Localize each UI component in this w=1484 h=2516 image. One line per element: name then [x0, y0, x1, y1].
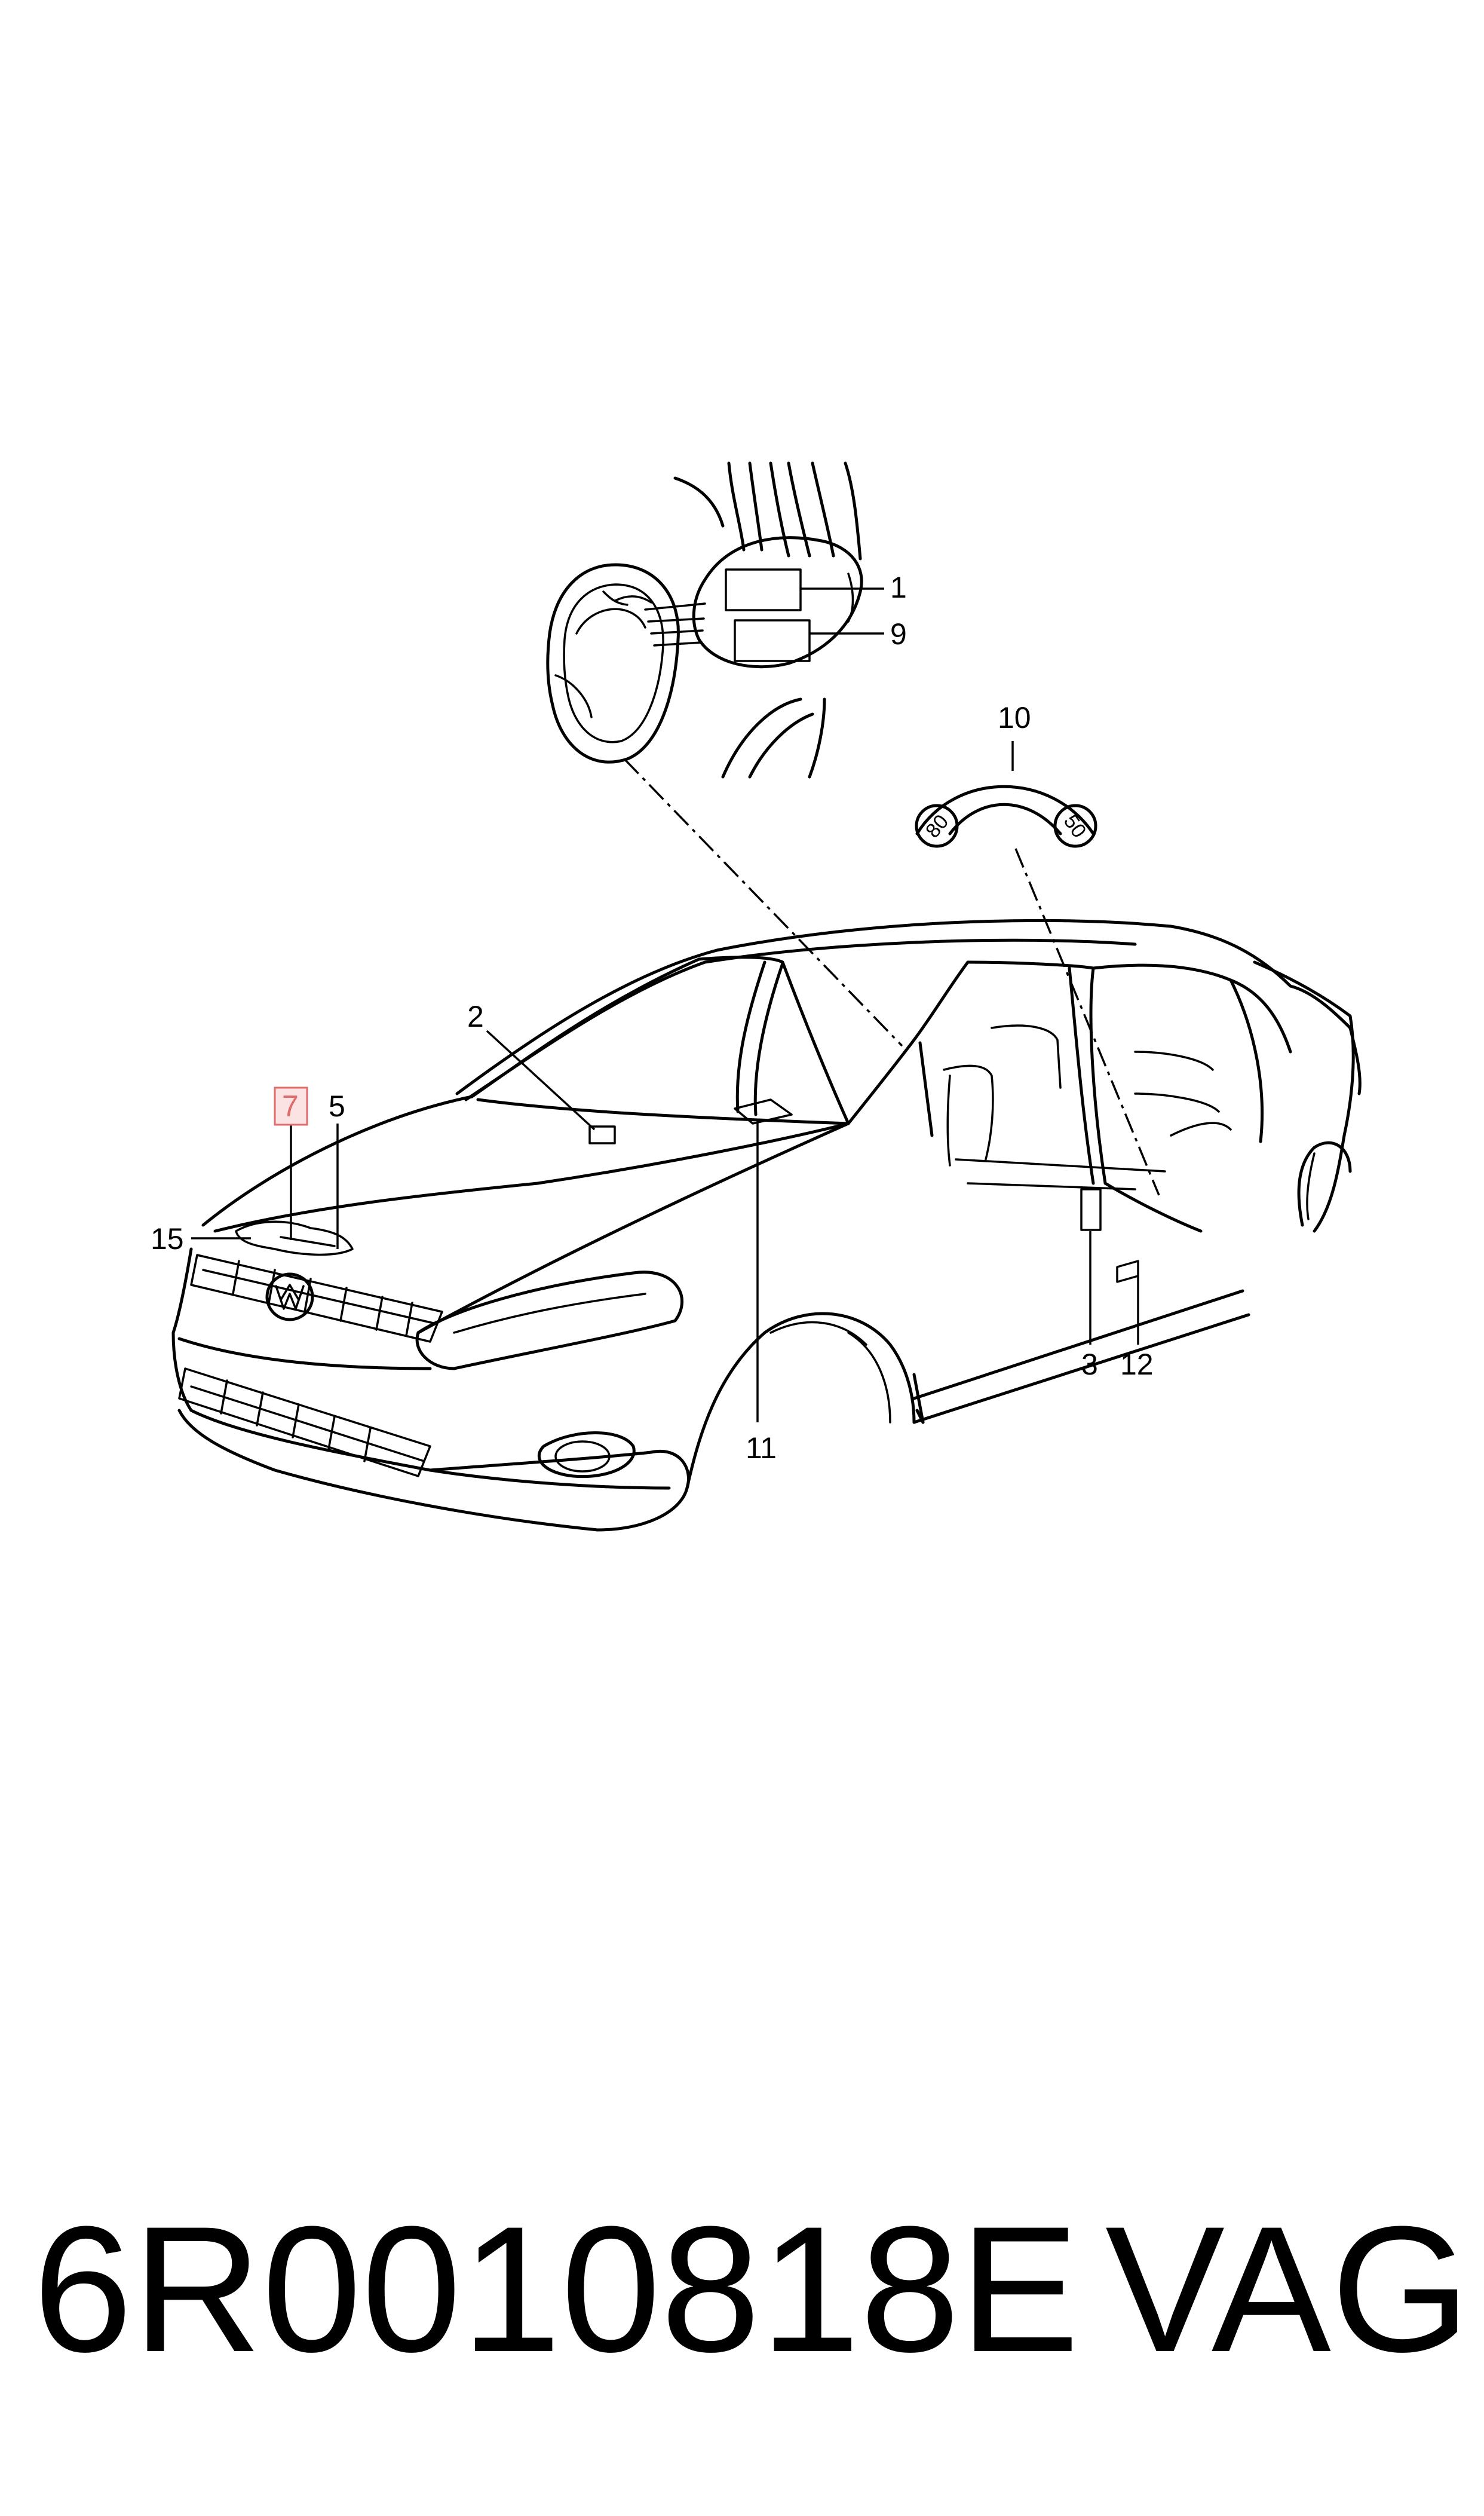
callout-11[interactable]: 11	[746, 1431, 777, 1465]
tire-pressure-label-part: 80 50	[915, 785, 1097, 848]
part-number: 6R0010818E	[33, 2189, 1080, 2389]
fuel-filler-detail	[546, 461, 863, 779]
brand-name: VAG	[1105, 2189, 1471, 2389]
leader-lines	[191, 587, 1139, 1422]
callouts: 1 9 10 2 7 5 15 11 3 12	[151, 571, 1154, 1465]
callout-7[interactable]: 7	[282, 1089, 299, 1123]
callout-15[interactable]: 15	[151, 1222, 184, 1256]
badge-right-value: 50	[1059, 810, 1091, 842]
callout-9[interactable]: 9	[890, 617, 907, 651]
label-markers	[235, 1098, 1139, 1283]
car-illustration	[171, 919, 1362, 1532]
badge-left-value: 80	[921, 810, 953, 842]
callout-12[interactable]: 12	[1120, 1348, 1154, 1381]
guide-line-badge	[1014, 848, 1160, 1196]
callout-10[interactable]: 10	[998, 701, 1031, 734]
callout-2[interactable]: 2	[467, 1000, 484, 1033]
callout-7-highlight	[274, 1086, 308, 1126]
callout-5[interactable]: 5	[329, 1089, 345, 1123]
guide-line-filler	[623, 758, 903, 1047]
callout-3[interactable]: 3	[1081, 1348, 1098, 1381]
callout-1[interactable]: 1	[890, 571, 907, 604]
